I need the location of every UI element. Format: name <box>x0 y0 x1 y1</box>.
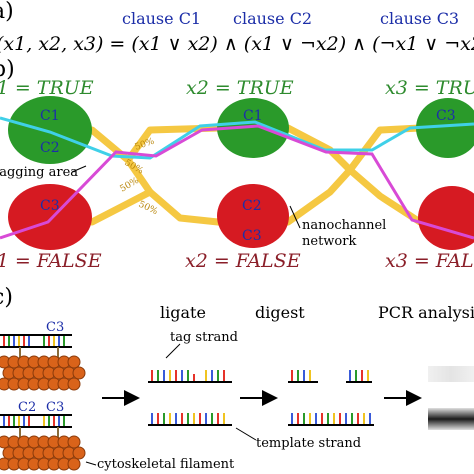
network-pointer <box>289 205 301 229</box>
node-tag-c1: C1 <box>40 108 60 124</box>
panel-b-label: b) <box>0 57 15 82</box>
clause-c3-label: clause C3 <box>380 9 459 28</box>
x2-false-node <box>217 184 289 248</box>
clause-c2-label: clause C2 <box>233 9 312 28</box>
strand-tag-c3: C3 <box>46 400 64 415</box>
branch-percent-label: 50% <box>137 200 160 218</box>
network-label-line1: nanochannel <box>302 218 386 233</box>
panel-a-label: a) <box>0 0 14 24</box>
panel-c-label: c) <box>0 285 13 310</box>
pcr-band-strong <box>428 408 474 430</box>
x3-false-label: x3 = FALS <box>385 250 474 272</box>
tag-strand-pointer <box>165 343 181 359</box>
filament-1-strands <box>0 334 72 358</box>
x2-true-label: x2 = TRUE <box>186 77 294 99</box>
x1-true-label: x1 = TRUE <box>0 77 94 99</box>
path-cyan <box>0 116 474 160</box>
x1-false-label: x1 = FALSE <box>0 250 102 272</box>
branch-percent-label: 50% <box>134 136 157 152</box>
tagging-area-label: tagging area <box>0 165 78 180</box>
filament-2-strands <box>0 414 72 438</box>
x1-false-node <box>8 184 92 250</box>
tagging-area-pointer <box>71 165 87 173</box>
digested-template-strand <box>288 413 374 426</box>
template-strand-label: template strand <box>256 436 361 451</box>
node-tag-c1: C1 <box>243 108 263 124</box>
x3-false-node <box>418 186 474 250</box>
node-tag-c2: C2 <box>40 140 60 156</box>
ligated-template-strand <box>148 413 232 426</box>
strand-tag-c3: C3 <box>46 320 64 335</box>
clause-c1-label: clause C1 <box>122 9 201 28</box>
x3-true-label: x3 = TRU <box>385 77 474 99</box>
nanochannel-network <box>88 124 424 226</box>
network-label-line2: network <box>302 234 356 249</box>
x2-false-label: x2 = FALSE <box>185 250 301 272</box>
node-tag-c3: C3 <box>40 198 60 214</box>
template-strand-pointer <box>235 427 257 441</box>
pcr-band-faint <box>428 366 474 382</box>
node-tag-c2: C2 <box>242 198 262 214</box>
cytoskeletal-filament-2 <box>0 435 86 471</box>
strand-tag-c2: C2 <box>18 400 36 415</box>
tag-strand-label: tag strand <box>170 330 238 345</box>
x3-true-node <box>416 98 474 158</box>
step-digest: digest <box>255 303 305 322</box>
step-pcr: PCR analysi <box>378 303 474 322</box>
step-ligate: ligate <box>160 303 206 322</box>
x2-true-node <box>217 98 289 158</box>
ligated-tag-strand <box>148 370 232 383</box>
node-tag-c3: C3 <box>242 228 262 244</box>
node-tag-c3: C3 <box>436 108 456 124</box>
filament-label: cytoskeletal filament <box>97 457 235 472</box>
digested-tag-fragments <box>288 370 372 383</box>
path-magenta <box>0 124 474 240</box>
boolean-formula: (x1, x2, x3) = (x1 ∨ x2) ∧ (x1 ∨ ¬x2) ∧ … <box>0 33 474 55</box>
cytoskeletal-filament-1 <box>0 355 86 391</box>
filament-pointer <box>85 461 97 466</box>
x1-true-node <box>8 96 92 164</box>
